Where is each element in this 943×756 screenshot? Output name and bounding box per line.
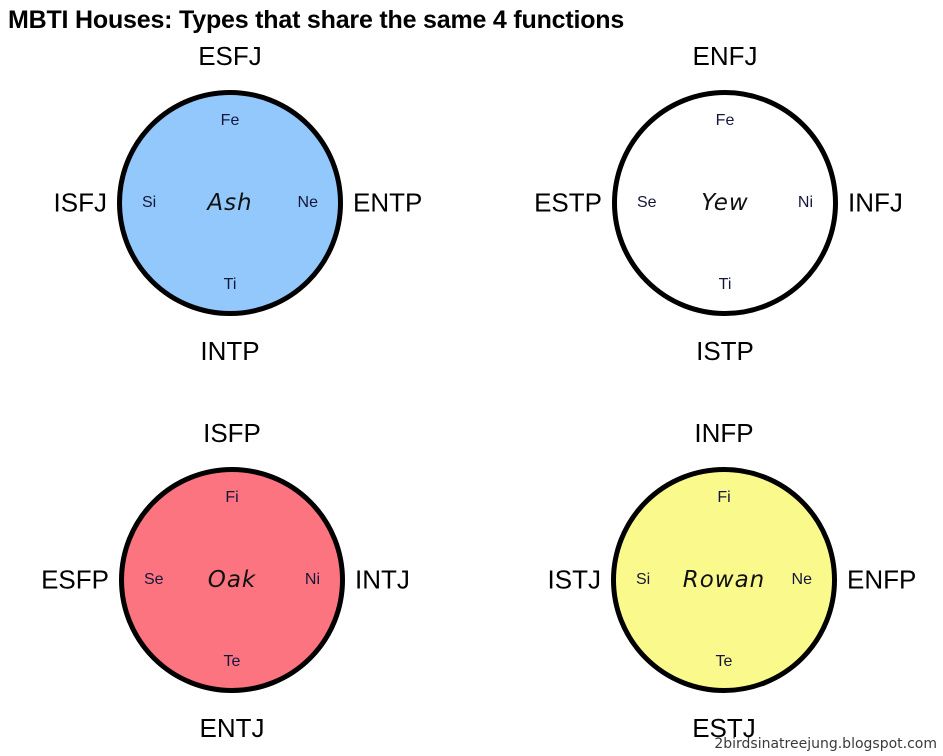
function-top-oak: Fi	[225, 489, 239, 506]
function-left-oak: Se	[144, 571, 164, 588]
type-label-intp: INTP	[200, 336, 260, 366]
type-label-intj: INTJ	[355, 564, 410, 595]
type-label-esfj: ESFJ	[198, 41, 262, 71]
type-label-istj: ISTJ	[547, 564, 601, 595]
type-label-esfp: ESFP	[41, 564, 109, 595]
type-label-estp: ESTP	[534, 187, 602, 218]
function-right-oak: Ni	[304, 571, 320, 588]
type-label-istp: ISTP	[696, 336, 754, 366]
house-circle-ash	[117, 90, 343, 316]
house-circle-yew	[612, 90, 838, 316]
type-label-enfp: ENFP	[847, 564, 917, 595]
function-right-ash: Ne	[297, 194, 318, 211]
type-label-isfj: ISFJ	[53, 187, 107, 218]
function-bottom-rowan: Te	[715, 653, 733, 670]
house-oak: Oak Fi Ni Te Se ISFP INTJ ENTJ ESFP	[41, 418, 410, 743]
type-label-enfj: ENFJ	[692, 41, 758, 71]
type-label-infp: INFP	[694, 418, 754, 448]
type-label-entj: ENTJ	[199, 713, 265, 743]
function-bottom-yew: Ti	[718, 276, 732, 293]
function-bottom-oak: Te	[223, 653, 241, 670]
house-circle-rowan	[611, 467, 837, 693]
type-label-isfp: ISFP	[203, 418, 261, 448]
house-ash: Ash Fe Ne Ti Si ESFJ ENTP INTP ISFJ	[54, 41, 423, 366]
page-title: MBTI Houses: Types that share the same 4…	[8, 6, 625, 34]
function-top-yew: Fe	[715, 112, 735, 129]
function-right-yew: Ni	[797, 194, 813, 211]
house-yew: Yew Fe Ni Ti Se ENFJ INFJ ISTP ESTP	[534, 41, 903, 366]
type-label-estj: ESTJ	[692, 713, 756, 743]
function-left-rowan: Si	[636, 571, 651, 588]
function-left-ash: Si	[142, 194, 157, 211]
function-left-yew: Se	[637, 194, 657, 211]
watermark: 2birdsinatreejung.blogspot.com	[714, 736, 937, 752]
function-top-ash: Fe	[220, 112, 240, 129]
house-rowan: Rowan Fi Ne Te Si INFP ENFP ESTJ ISTJ	[548, 418, 917, 743]
function-right-rowan: Ne	[791, 571, 812, 588]
house-circle-oak	[119, 467, 345, 693]
function-top-rowan: Fi	[717, 489, 731, 506]
type-label-entp: ENTP	[353, 187, 423, 218]
type-label-infj: INFJ	[848, 187, 903, 218]
function-bottom-ash: Ti	[223, 276, 237, 293]
